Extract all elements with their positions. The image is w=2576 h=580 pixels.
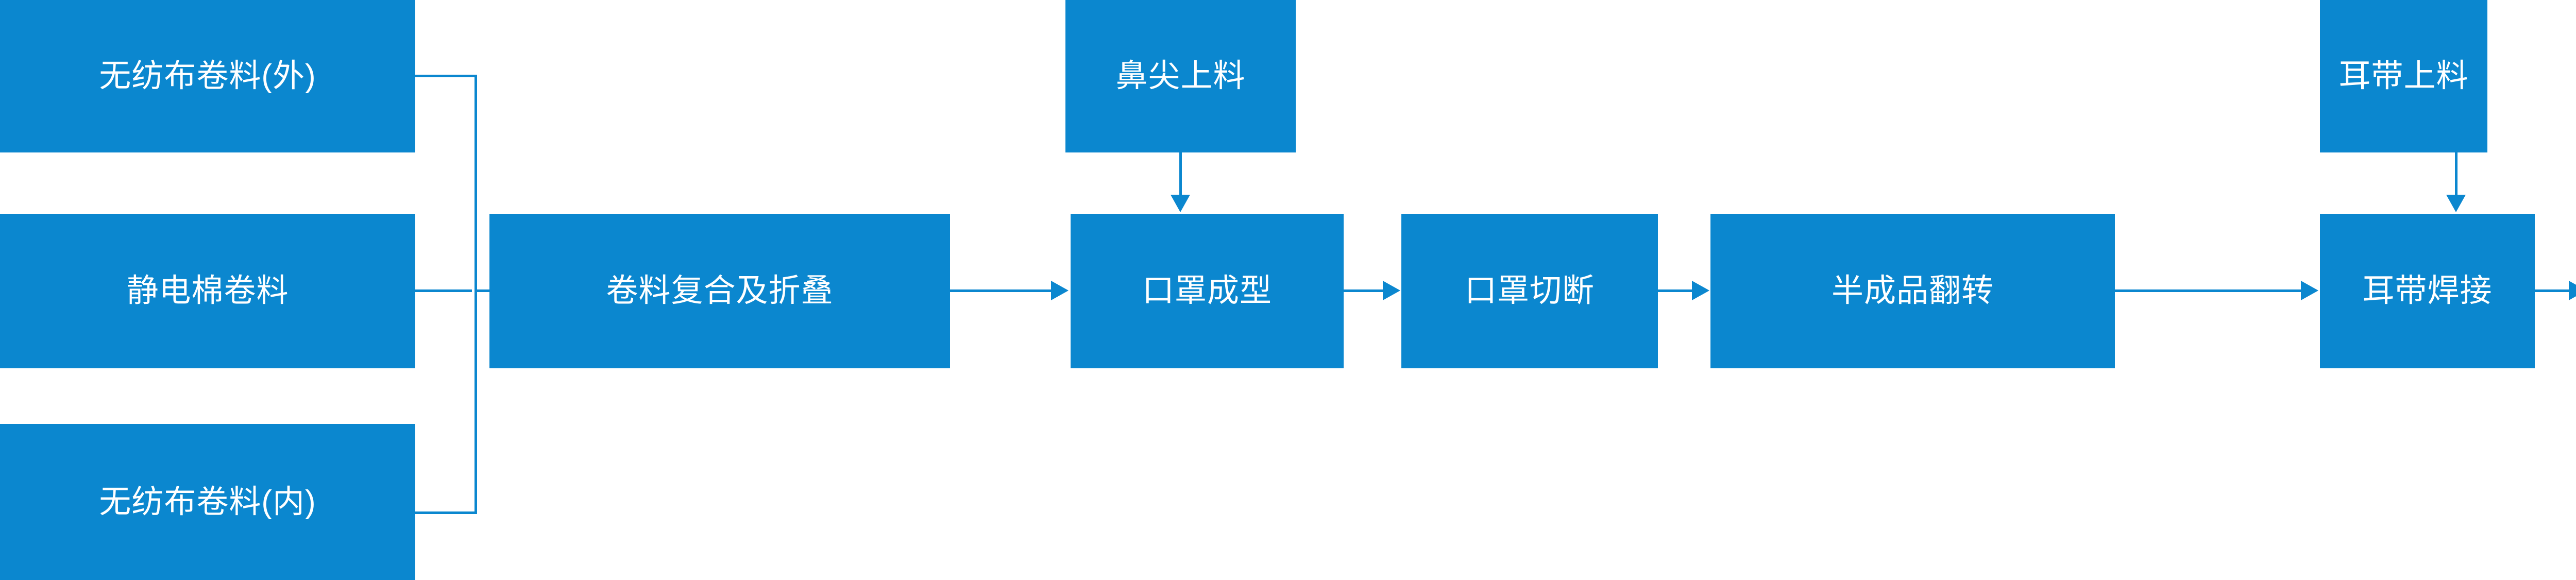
arrowhead-to-mask-forming-down <box>1171 195 1190 212</box>
edge-mask-cutting-to-flip <box>1658 289 1694 292</box>
node-earloop-feeding[interactable]: 耳带上料 <box>2320 0 2487 152</box>
node-label: 耳带焊接 <box>2362 273 2493 309</box>
edge-laminate-to-mask-forming <box>950 289 1053 292</box>
arrowhead-to-mask-cutting <box>1383 281 1400 300</box>
node-nose-clip-feeding[interactable]: 鼻尖上料 <box>1065 0 1296 152</box>
node-nonwoven-roll-inner[interactable]: 无纺布卷料(内) <box>0 424 415 580</box>
node-nonwoven-roll-outer[interactable]: 无纺布卷料(外) <box>0 0 415 152</box>
node-label: 无纺布卷料(内) <box>99 484 316 520</box>
node-label: 耳带上料 <box>2338 58 2469 94</box>
arrowhead-to-flip <box>1692 281 1709 300</box>
node-label: 半成品翻转 <box>1831 273 1994 309</box>
edge-earloop-feed-to-welding <box>2455 152 2458 196</box>
edge-nonwoven-inner-to-laminate-stub <box>415 511 477 514</box>
edge-electrostatic-cotton-to-bus <box>415 289 472 292</box>
edge-merge-bus-vertical <box>474 75 477 514</box>
node-label: 口罩切断 <box>1464 273 1595 309</box>
node-label: 无纺布卷料(外) <box>99 58 316 94</box>
node-electrostatic-cotton-roll[interactable]: 静电棉卷料 <box>0 214 415 368</box>
node-mask-forming[interactable]: 口罩成型 <box>1071 214 1344 368</box>
node-label: 卷料复合及折叠 <box>606 273 834 309</box>
edge-nonwoven-outer-to-laminate-stub <box>415 75 477 77</box>
node-roll-lamination-and-folding[interactable]: 卷料复合及折叠 <box>489 214 950 368</box>
arrowhead-to-earloop-welding-down <box>2446 195 2466 212</box>
arrowhead-to-output <box>2569 281 2576 300</box>
edge-nose-clip-feed-to-mask-forming <box>1179 152 1182 196</box>
edge-earloop-welding-to-output <box>2535 289 2571 292</box>
edge-mask-forming-to-mask-cutting <box>1344 289 1385 292</box>
node-label: 鼻尖上料 <box>1115 58 1246 94</box>
edge-flip-to-earloop-welding <box>2115 289 2303 292</box>
node-label: 静电棉卷料 <box>126 273 289 309</box>
node-semifinished-flipping[interactable]: 半成品翻转 <box>1710 214 2115 368</box>
node-earloop-welding[interactable]: 耳带焊接 <box>2320 214 2535 368</box>
node-label: 口罩成型 <box>1142 273 1272 309</box>
arrowhead-to-earloop-welding <box>2301 281 2318 300</box>
node-mask-cutting[interactable]: 口罩切断 <box>1401 214 1658 368</box>
arrowhead-to-mask-forming <box>1051 281 1069 300</box>
